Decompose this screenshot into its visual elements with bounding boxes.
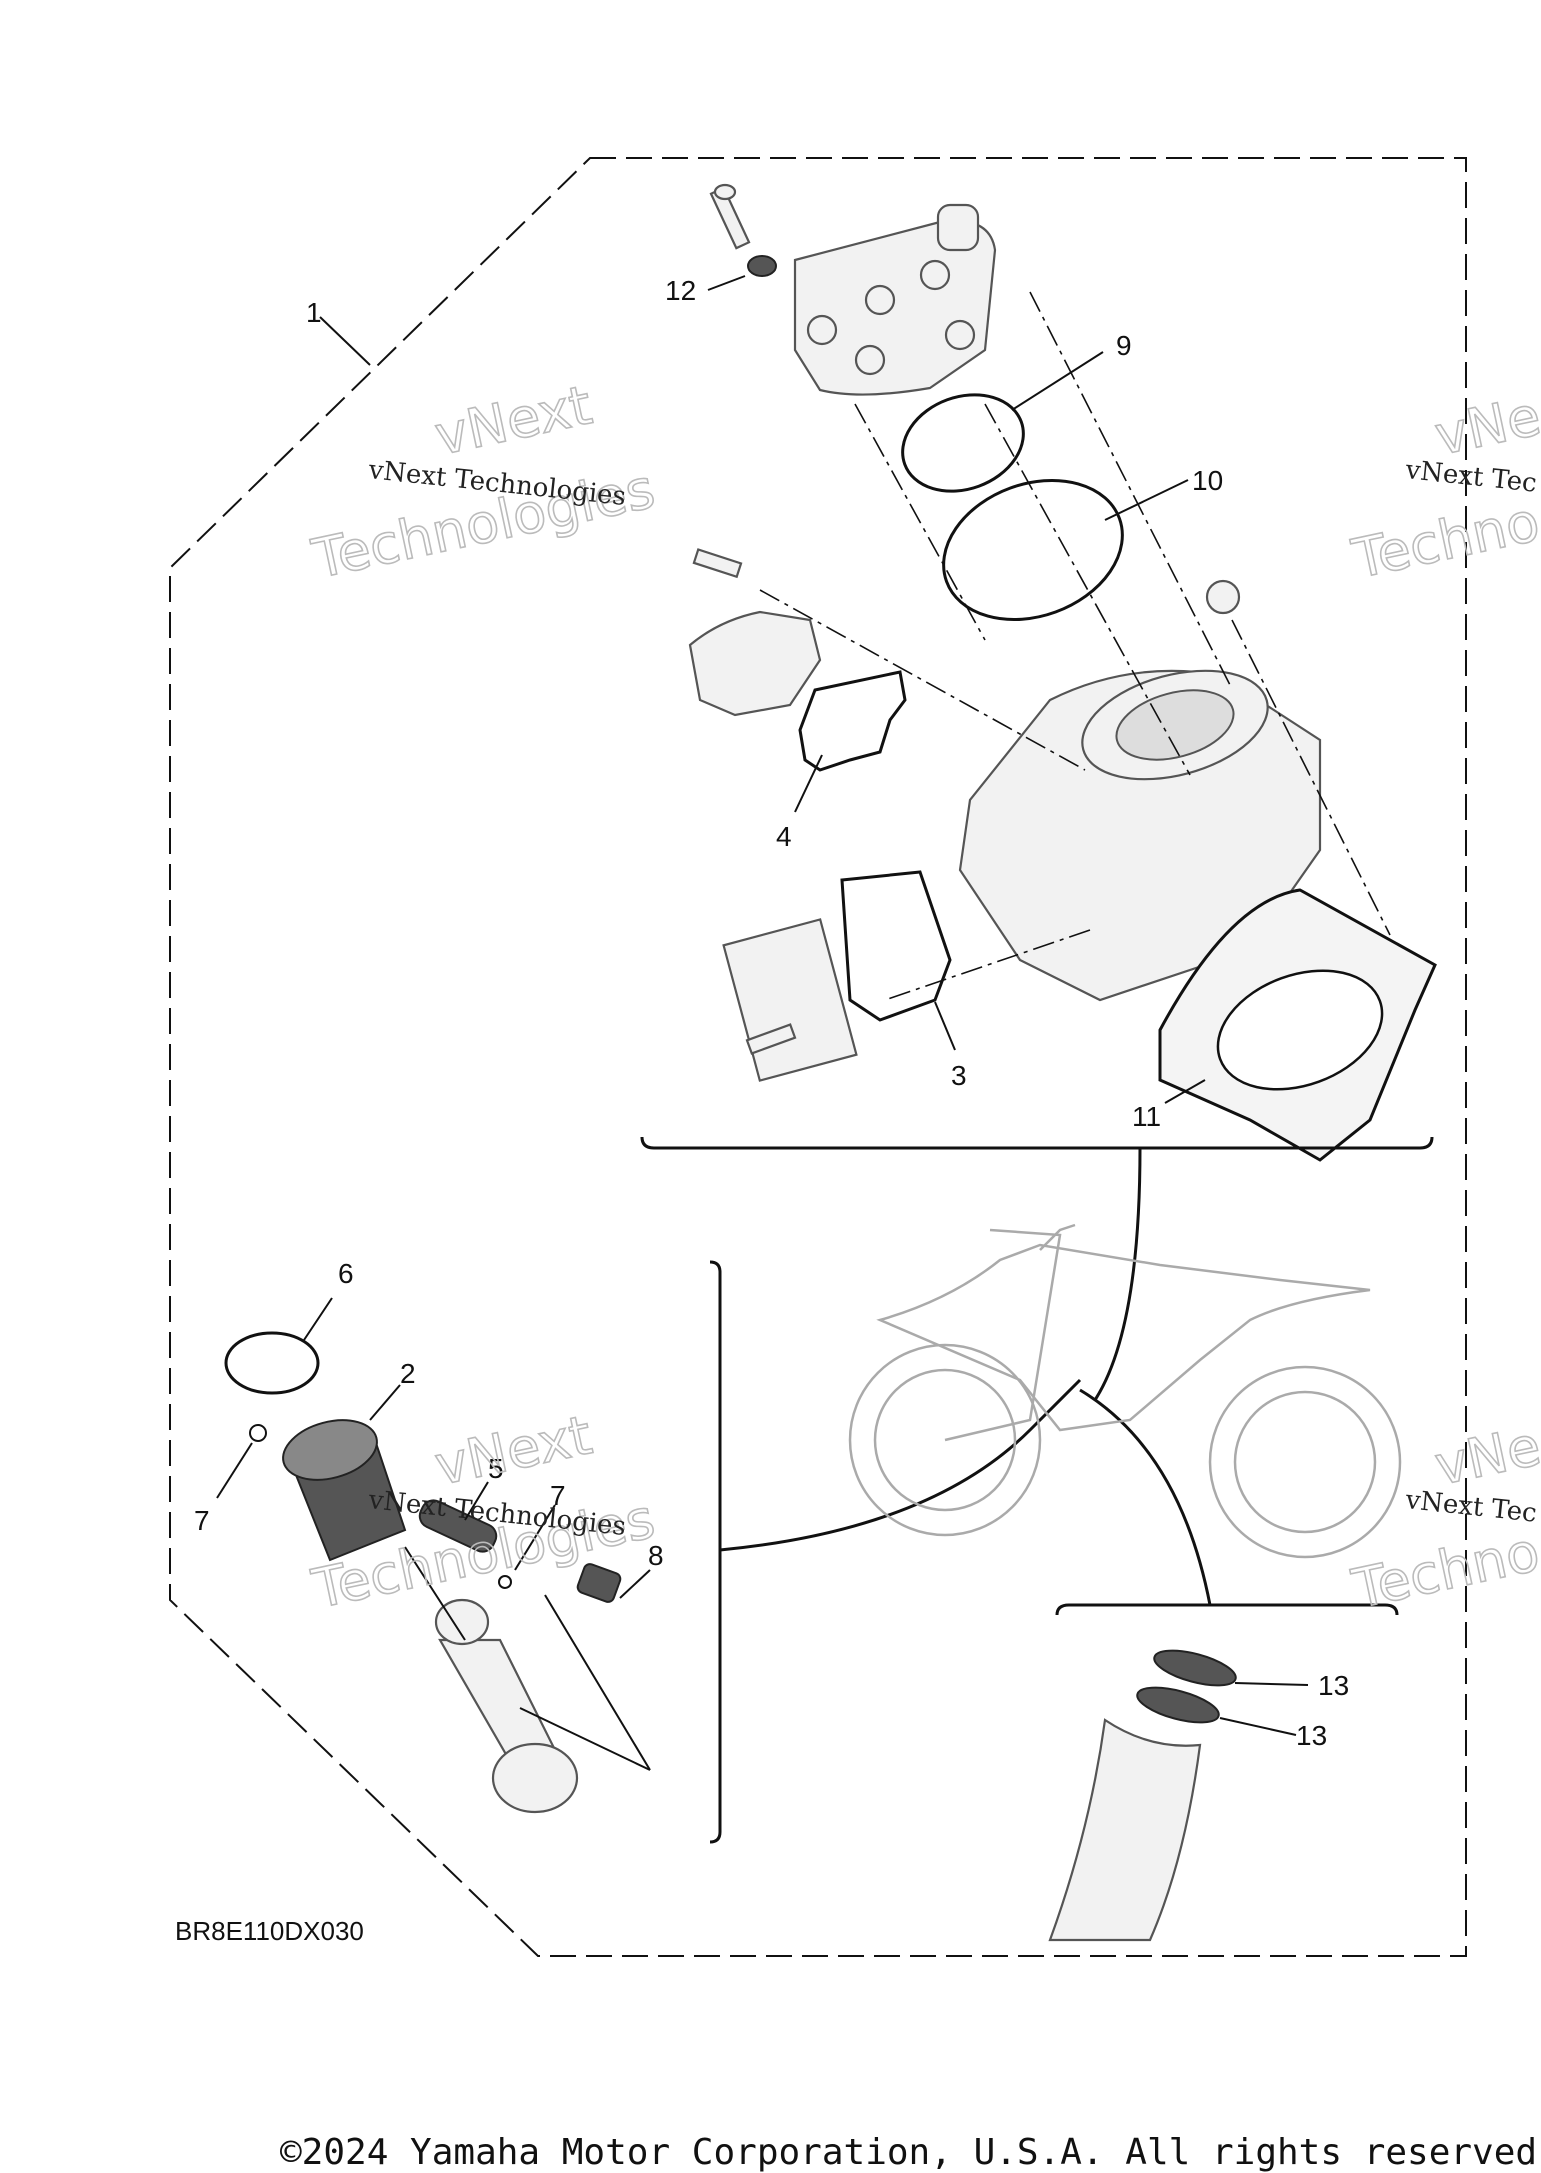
gasket-4: [798, 670, 907, 772]
callout-1: 1: [306, 297, 322, 328]
bearing-8: [576, 1563, 622, 1603]
callout-11: 11: [1132, 1101, 1161, 1132]
callout-13-top: 13: [1318, 1670, 1349, 1701]
o-ring-10: [942, 478, 1124, 622]
upper-group-bracket: [640, 1136, 1434, 1150]
clip-7-right: [498, 1575, 512, 1589]
watermark-middle-right: vNe Techno vNext Tec: [1346, 1413, 1541, 1621]
callout-2: 2: [400, 1358, 416, 1389]
connecting-rod: [434, 1598, 579, 1814]
callout-4: 4: [776, 821, 792, 852]
cylinder-body: [958, 579, 1322, 1002]
callout-13-bottom: 13: [1296, 1720, 1327, 1751]
watermark-big-line1: vNext: [430, 1403, 597, 1497]
piston-ring-6: [224, 1331, 320, 1395]
watermark-clipped-bottom: Techno: [1347, 1520, 1541, 1621]
callout-10: 10: [1192, 465, 1223, 496]
watermark-clipped-top: vNe: [1430, 1414, 1541, 1498]
kit-boundary-dashed-outline: [169, 157, 1467, 1957]
callout-8: 8: [648, 1540, 664, 1571]
callout-6: 6: [338, 1258, 354, 1289]
watermark-clipped-small: vNext Tec: [1403, 455, 1538, 499]
clip-7-left: [249, 1424, 267, 1442]
callout-7-right: 7: [550, 1480, 566, 1511]
watermark-big-line1: vNext: [430, 373, 597, 467]
lower-right-bracket: [1055, 1603, 1399, 1616]
exhaust-pipe: [1048, 1718, 1202, 1942]
connector-upper: [1093, 1147, 1142, 1401]
motorcycle-silhouette: [848, 1223, 1402, 1559]
head-bolt-12: [709, 183, 777, 277]
callout-9: 9: [1116, 330, 1132, 361]
piston-pin-5: [418, 1499, 498, 1553]
exhaust-gasket-13-top: [1153, 1649, 1237, 1687]
gasket-3: [840, 870, 952, 1022]
o-ring-9: [901, 393, 1025, 493]
watermark-upper-left: vNext Technologies vNext Technologies: [306, 372, 661, 591]
copyright-notice: ©2024 Yamaha Motor Corporation, U.S.A. A…: [280, 2132, 1538, 2173]
watermark-clipped-small: vNext Tec: [1403, 1485, 1538, 1529]
connector-lower: [1079, 1388, 1212, 1606]
drawing-code: BR8E110DX030: [175, 1916, 364, 1946]
valve-cover: [688, 548, 822, 717]
connector-left: [719, 1378, 1082, 1552]
base-gasket-bore: [1216, 969, 1384, 1091]
callout-3: 3: [951, 1060, 967, 1091]
reed-block: [722, 918, 858, 1082]
cylinder-head: [793, 203, 997, 396]
watermark-clipped-top: vNe: [1430, 384, 1541, 468]
piston-2: [282, 1419, 407, 1562]
callout-5: 5: [488, 1453, 504, 1484]
lower-left-bracket: [709, 1260, 722, 1844]
exhaust-gasket-13-bottom: [1136, 1686, 1220, 1724]
reed-bolt: [745, 1023, 797, 1055]
callout-7-left: 7: [194, 1505, 210, 1536]
callout-12: 12: [665, 275, 696, 306]
watermark-upper-right: vNe Techno vNext Tec: [1346, 383, 1541, 591]
watermark-clipped-bottom: Techno: [1347, 490, 1541, 591]
